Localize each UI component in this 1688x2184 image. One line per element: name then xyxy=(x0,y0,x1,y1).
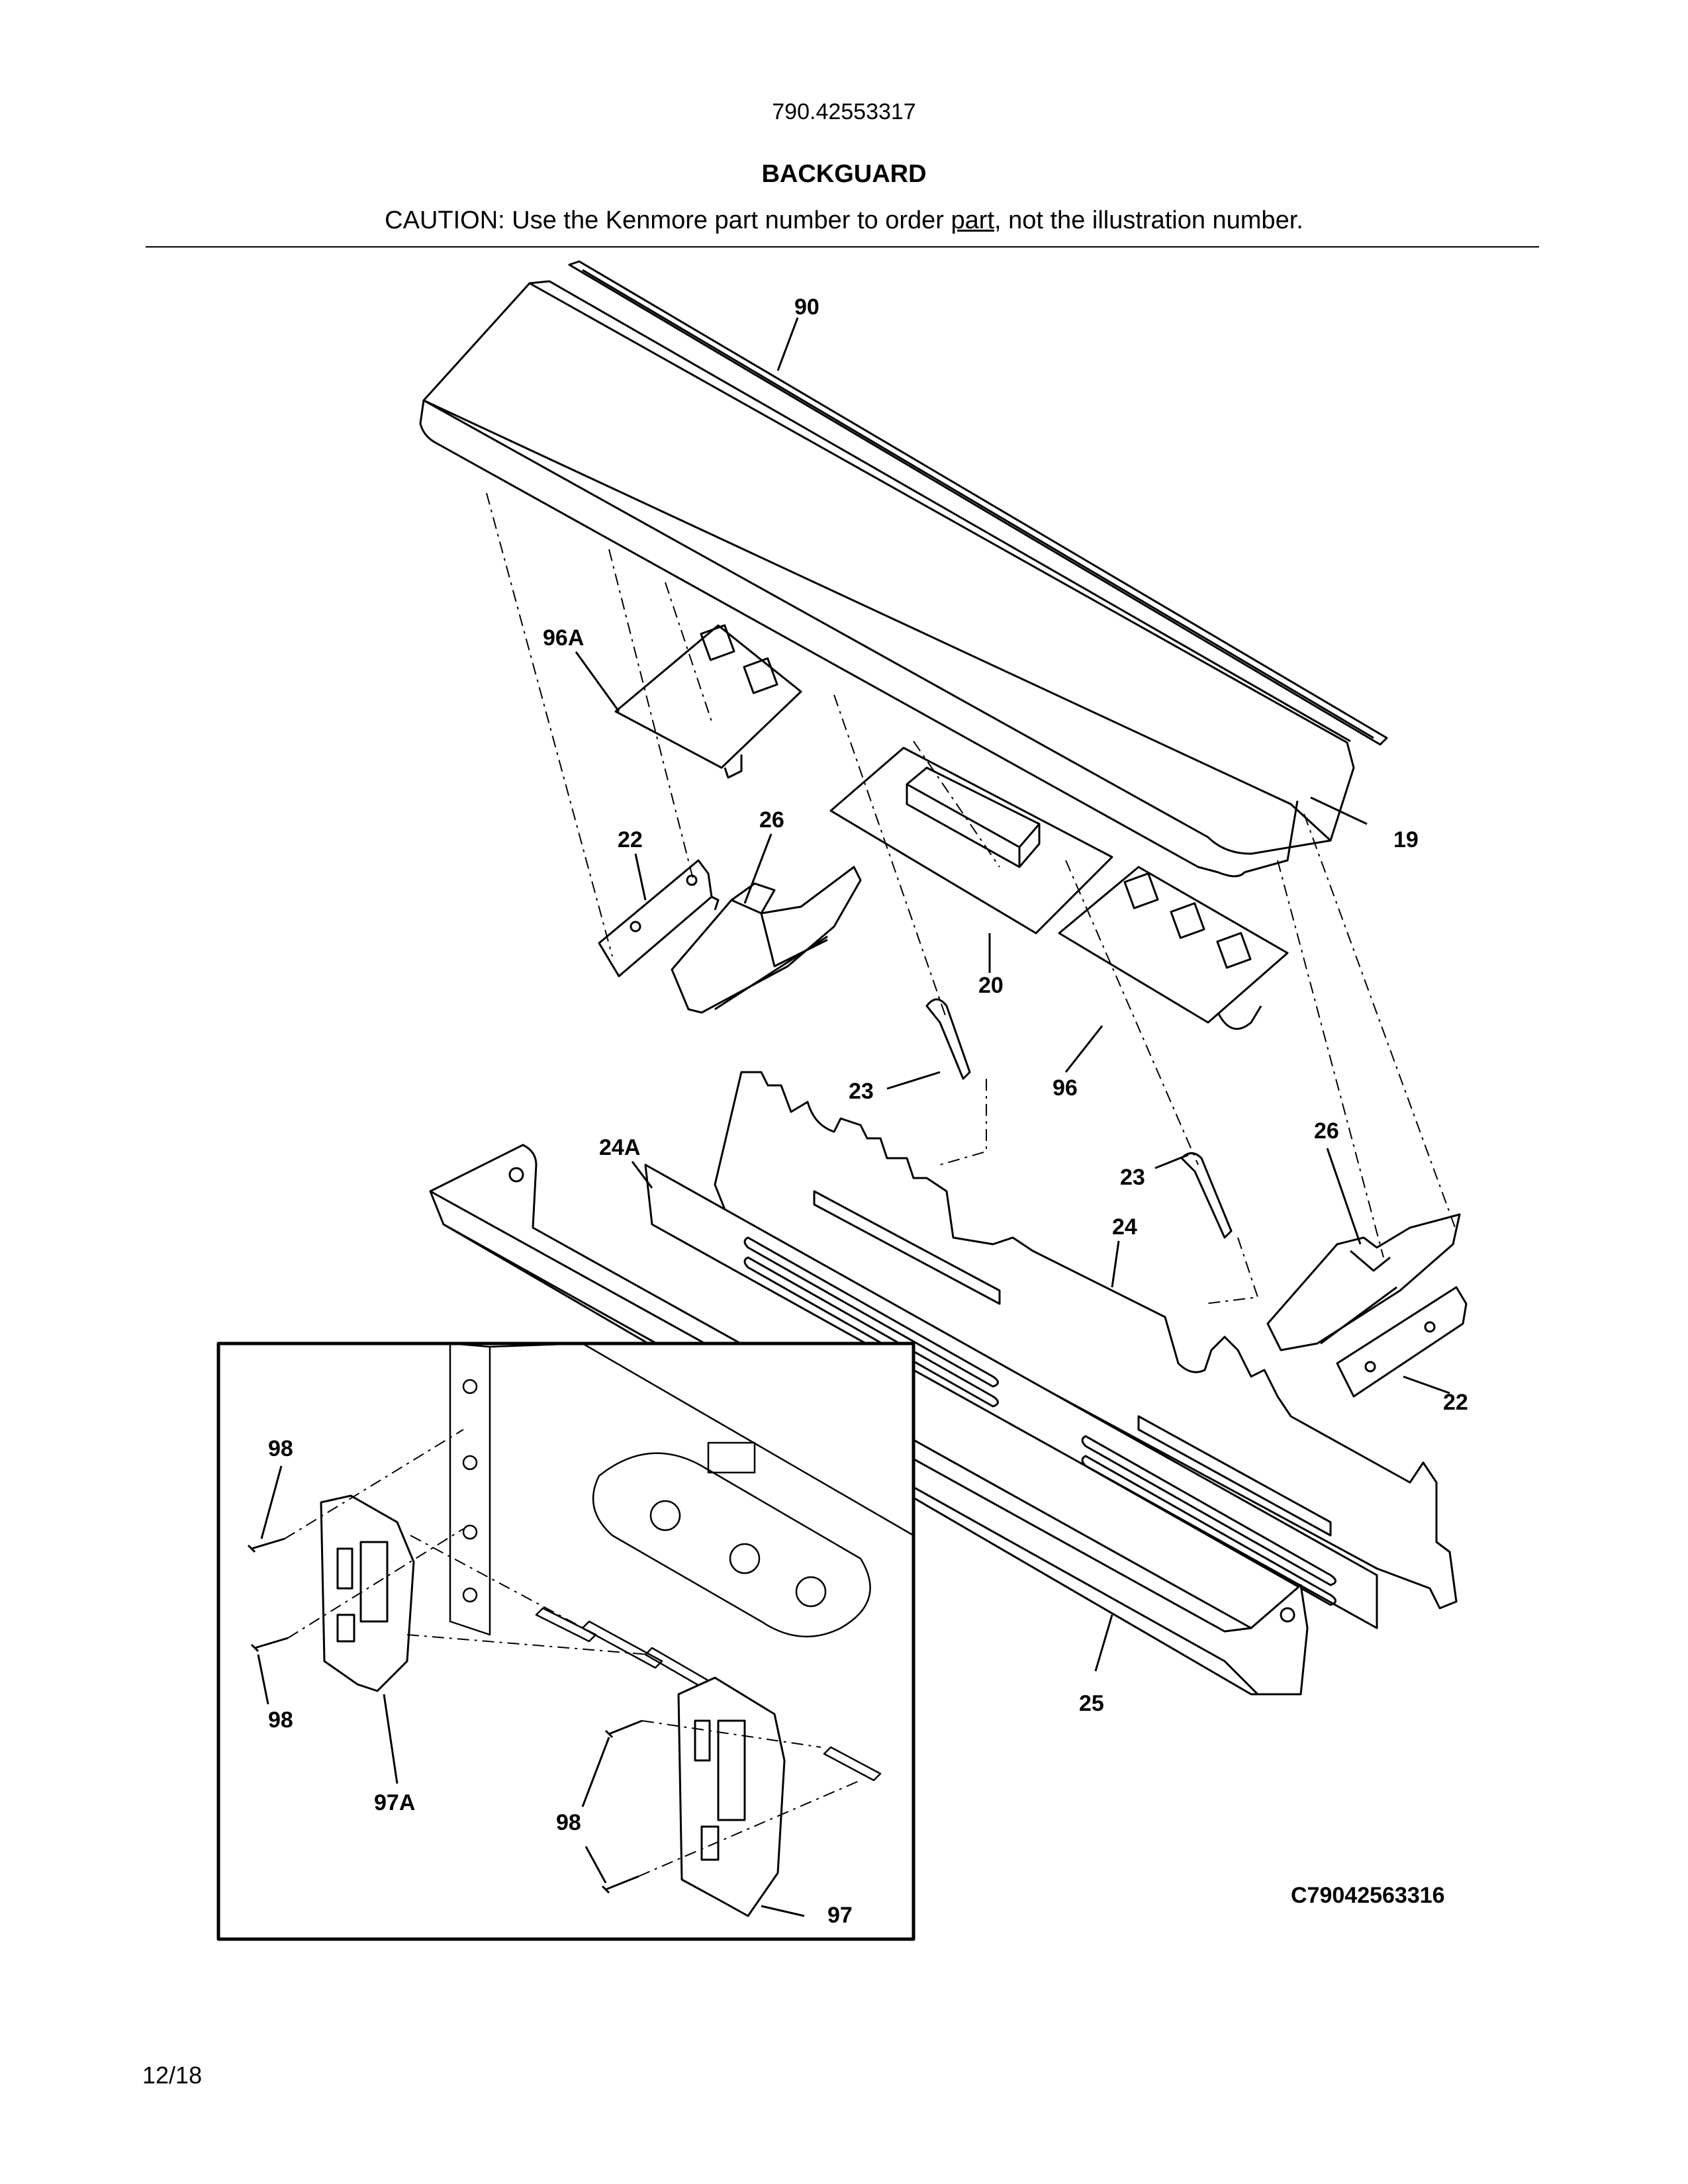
callout-90: 90 xyxy=(794,295,820,320)
part-trim-strip xyxy=(568,260,1388,746)
model-number: 790.42553317 xyxy=(772,99,916,124)
callout-98-bottom: 98 xyxy=(268,1707,293,1733)
inset-board-97 xyxy=(677,1676,786,1917)
callout-26-upper: 26 xyxy=(759,807,784,833)
callout-24: 24 xyxy=(1112,1214,1137,1240)
part-bracket-22-lower xyxy=(1336,1286,1468,1398)
callout-26-lower: 26 xyxy=(1314,1118,1339,1144)
part-clip-23-lower xyxy=(1180,1152,1233,1239)
part-clip-23-upper xyxy=(925,998,971,1080)
leader-lines xyxy=(257,317,1450,1917)
callout-96a: 96A xyxy=(543,625,584,651)
inset-guide-lines xyxy=(284,1429,861,1877)
caution-part-link: part xyxy=(951,206,994,234)
callout-96: 96 xyxy=(1053,1075,1078,1101)
inset-screws xyxy=(247,1537,643,1894)
callout-22-upper: 22 xyxy=(618,827,643,852)
callout-labels: 90 96A 19 22 26 20 96 23 23 26 24A 24 22… xyxy=(268,295,1468,1928)
callout-24a: 24A xyxy=(599,1135,640,1160)
callout-97: 97 xyxy=(827,1903,853,1928)
part-ui-board-20 xyxy=(829,747,1113,934)
part-bracket-26-upper xyxy=(671,866,862,1014)
part-bracket-22-upper xyxy=(598,859,720,978)
callout-97a: 97A xyxy=(374,1790,415,1815)
inset-mounting-panel xyxy=(449,1342,914,1782)
part-bracket-26-lower xyxy=(1266,1213,1461,1351)
caution-suffix: , not the illustration number. xyxy=(994,206,1303,234)
inset-frame xyxy=(216,1342,915,1941)
callout-25: 25 xyxy=(1079,1691,1104,1716)
caution-prefix: CAUTION: Use the Kenmore part number to … xyxy=(385,206,951,234)
assembly-guide-lines xyxy=(486,492,1457,1304)
header-rule xyxy=(146,246,1539,248)
callout-23-lower: 23 xyxy=(1120,1165,1145,1190)
callout-22-lower: 22 xyxy=(1443,1390,1468,1415)
part-backguard-housing xyxy=(419,280,1355,878)
callout-23-upper: 23 xyxy=(849,1079,874,1104)
part-mounting-plate-24 xyxy=(714,1071,1458,1610)
caution-note: CAUTION: Use the Kenmore part number to … xyxy=(0,206,1688,235)
section-title: BACKGUARD xyxy=(761,160,927,188)
part-control-board-96 xyxy=(1058,866,1289,1030)
part-control-board-96a xyxy=(614,624,802,779)
callout-20: 20 xyxy=(978,973,1004,998)
diagram-code: C79042563316 xyxy=(1291,1883,1445,1908)
callout-19: 19 xyxy=(1393,827,1419,852)
part-panel-24a xyxy=(644,1163,1378,1629)
revision-date: 12/18 xyxy=(142,2062,203,2089)
callout-98-top: 98 xyxy=(268,1436,293,1461)
inset-board-97a xyxy=(320,1494,415,1692)
callout-98-right: 98 xyxy=(556,1810,581,1835)
